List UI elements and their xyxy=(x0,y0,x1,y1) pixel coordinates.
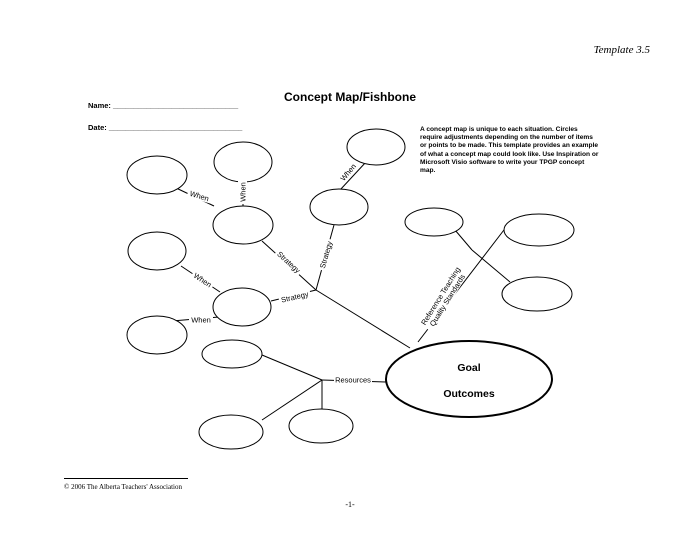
date-field[interactable]: Date: ________________________________ xyxy=(88,123,243,132)
spine-line xyxy=(315,289,411,349)
concept-circle[interactable] xyxy=(126,315,188,355)
label-when: When xyxy=(191,316,211,325)
label-strategy: Strategy xyxy=(275,250,302,276)
branch-line xyxy=(454,229,473,251)
concept-circle[interactable] xyxy=(213,141,273,183)
concept-circle[interactable] xyxy=(404,207,464,237)
concept-circle[interactable] xyxy=(503,213,575,247)
concept-circle[interactable] xyxy=(346,128,406,166)
label-strategy: Strategy xyxy=(318,240,334,270)
instructions-text: A concept map is unique to each situatio… xyxy=(420,126,599,175)
page-title: Concept Map/Fishbone xyxy=(284,90,416,104)
concept-circle[interactable] xyxy=(212,205,274,245)
goal-label: Goal xyxy=(457,362,480,374)
concept-circle[interactable] xyxy=(309,188,369,226)
label-when: When xyxy=(192,271,213,289)
footer-rule xyxy=(64,478,188,479)
name-field[interactable]: Name: ______________________________ xyxy=(88,101,239,110)
label-when: When xyxy=(189,189,210,203)
template-label: Template 3.5 xyxy=(593,44,650,56)
concept-circle[interactable] xyxy=(201,339,263,369)
concept-circle[interactable] xyxy=(501,276,573,312)
concept-circle[interactable] xyxy=(288,408,354,444)
label-resources: Resources xyxy=(335,376,371,385)
page-number: -1- xyxy=(345,500,355,509)
branch-line xyxy=(261,379,323,421)
concept-circle[interactable] xyxy=(127,231,187,271)
goal-ellipse[interactable] xyxy=(385,340,553,418)
branch-line xyxy=(339,161,367,191)
concept-circle[interactable] xyxy=(212,287,272,327)
branch-line xyxy=(471,249,511,283)
branch-line xyxy=(261,354,323,381)
label-strategy: Strategy xyxy=(280,289,309,304)
label-when: When xyxy=(239,182,248,202)
concept-circle[interactable] xyxy=(126,155,188,195)
copyright-notice: © 2006 The Alberta Teachers' Association xyxy=(64,483,182,491)
outcomes-label: Outcomes xyxy=(443,388,495,400)
concept-circle[interactable] xyxy=(198,414,264,450)
